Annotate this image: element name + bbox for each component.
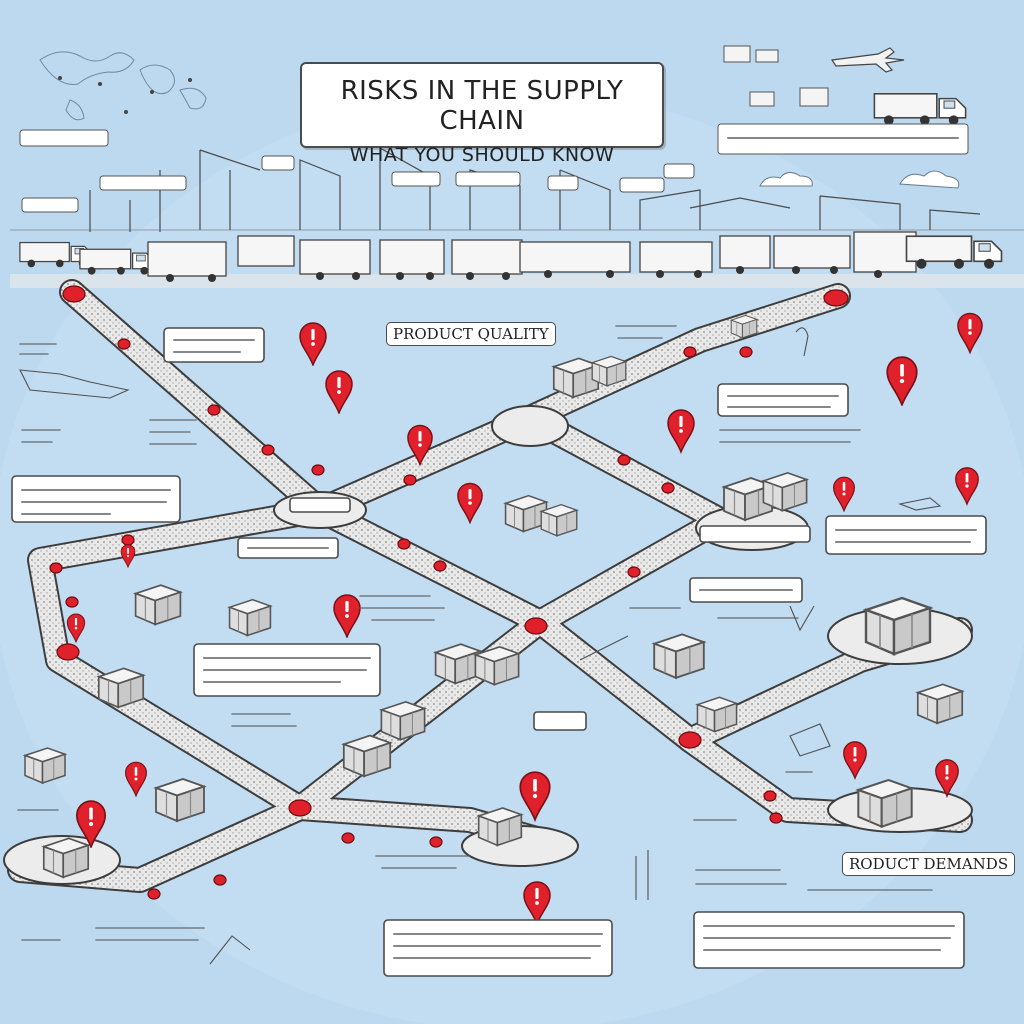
page-subtitle: WHAT YOU SHOULD KNOW (349, 144, 615, 166)
truck-convoy (19, 231, 1003, 282)
title-banner: RISKS IN THE SUPPLY CHAIN WHAT YOU SHOUL… (300, 62, 664, 166)
label-product-demands: RODUCT DEMANDS (842, 852, 1016, 876)
red-checkpoint-icon (49, 285, 849, 900)
label-product-quality: PRODUCT QUALITY (386, 322, 556, 346)
airplane-icon (830, 47, 905, 73)
page-title: RISKS IN THE SUPPLY CHAIN (340, 76, 624, 136)
